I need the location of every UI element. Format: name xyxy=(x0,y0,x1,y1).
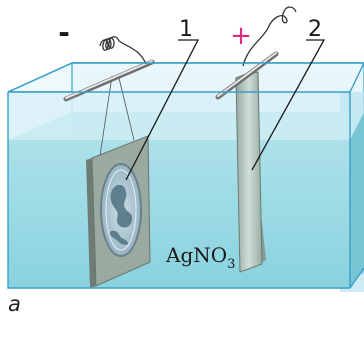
anode-wire-icon xyxy=(242,6,297,67)
solution-label-subscript: 3 xyxy=(227,257,235,272)
callout-leaders xyxy=(125,39,326,181)
anode-sign-label: + xyxy=(230,21,252,51)
tank-front-glass xyxy=(7,62,364,289)
cathode-wire-icon xyxy=(99,36,147,65)
solution xyxy=(8,112,364,288)
solution-label: AgNO3 xyxy=(165,243,235,272)
anode-rod xyxy=(215,51,279,100)
callout-1-leader xyxy=(125,39,200,181)
cathode-plate-edge xyxy=(86,158,96,288)
suspension-thread xyxy=(117,73,135,141)
medal-relief-icon xyxy=(109,184,133,245)
figure-caption: a xyxy=(8,292,21,316)
cathode-sign-label: - xyxy=(58,16,70,49)
callout-1-label: 1 xyxy=(179,17,193,42)
solution-label-main: AgNO xyxy=(165,243,227,267)
solution-surface xyxy=(8,112,364,140)
suspension-thread xyxy=(99,75,113,157)
callout-2-label: 2 xyxy=(308,17,322,42)
cathode-electrode xyxy=(86,73,151,288)
solution-side xyxy=(350,112,364,288)
anode-electrode xyxy=(235,6,297,273)
solution-body xyxy=(8,140,350,288)
callout-2-leader xyxy=(251,39,326,171)
